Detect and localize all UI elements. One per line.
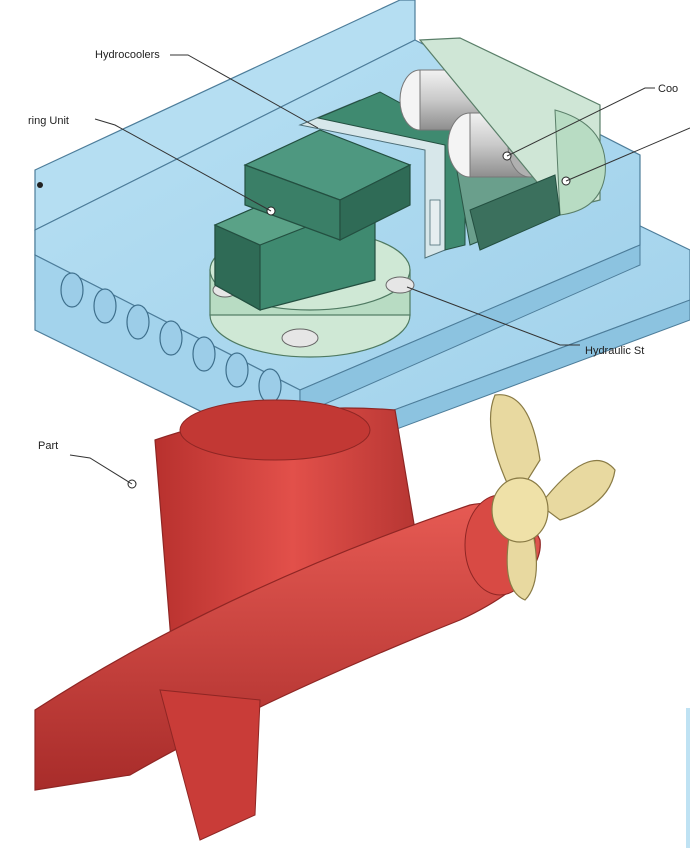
propeller bbox=[489, 394, 616, 601]
steering-unit bbox=[213, 129, 412, 312]
hydrocoolers bbox=[298, 91, 466, 259]
label-part: Part bbox=[38, 440, 58, 452]
label-cooling-unit: Coo bbox=[658, 83, 678, 95]
label-hydrocoolers: Hydrocoolers bbox=[95, 49, 160, 61]
leader-lines bbox=[69, 54, 690, 485]
label-steering-unit: ring Unit bbox=[28, 115, 69, 127]
corner-panel bbox=[686, 708, 690, 848]
deck-lightening-holes bbox=[60, 272, 282, 404]
label-hydraulic: Hydraulic St bbox=[585, 345, 644, 357]
